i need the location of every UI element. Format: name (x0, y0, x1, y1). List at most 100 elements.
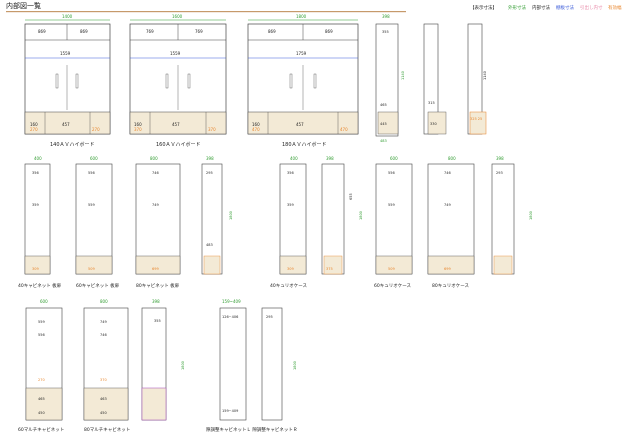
dim-top-left: 869 (268, 29, 276, 34)
dim-width: 1600 (172, 14, 183, 19)
cabinet-40: 400 356 359 309 40キャビネット 板扉 (18, 156, 62, 289)
dim: 450 (100, 411, 107, 415)
cabinet-80: 800 746 749 699 80キャビネット 板扉 (135, 156, 181, 289)
dim-drawer: 270 (92, 127, 100, 132)
dim: 559 (88, 203, 95, 207)
dim-width: 800 (150, 156, 158, 161)
dim: 1140 (483, 71, 487, 80)
dim: 465 (38, 397, 45, 401)
dim-shelf: 1759 (296, 51, 307, 56)
dim: 746 (152, 171, 159, 175)
legend-item: 内部寸法 (532, 4, 550, 11)
multi-side-section: 398 355 1800 (141, 299, 185, 421)
dim: 509 (88, 267, 95, 271)
dim: 450 (38, 411, 45, 415)
dim-width: 159~409 (222, 299, 241, 304)
dim: 359 (287, 203, 294, 207)
dim: 159~409 (222, 409, 238, 413)
dimension-legend: 【表示寸法】 外形寸法 内部寸法 棚板寸法 引出し内寸 有効幅 (470, 4, 622, 11)
dim-width: 398 (152, 299, 160, 304)
dim-drawer: 470 (340, 127, 348, 132)
dim: 126~406 (222, 315, 238, 319)
unit-caption: 80キャビネット 板扉 (136, 282, 180, 289)
dim: 746 (100, 333, 107, 337)
dim-width: 600 (40, 299, 48, 304)
dim: 295 (266, 315, 273, 319)
cabinet-60: 600 556 559 509 60キャビネット 板扉 (75, 156, 120, 289)
dim-width: 1800 (296, 14, 307, 19)
dim: 749 (152, 203, 159, 207)
dim-top-right: 869 (80, 29, 88, 34)
multi-cabinet-60: 600 559 556 270 465 450 60マルチキャビネット (18, 299, 64, 433)
dim-drawer: 470 (252, 127, 260, 132)
legend-item: 引出し内寸 (580, 4, 603, 11)
unit-caption: 60キュリオケース (374, 282, 412, 289)
dim-drawer: 457 (62, 122, 70, 127)
dim-top-left: 869 (38, 29, 46, 34)
dim: 445 (380, 122, 387, 126)
legend-prefix: 【表示寸法】 (470, 4, 497, 11)
unit-caption: 180ＡＶハイボード (282, 141, 326, 148)
unit-caption: 80マルチキャビネット (84, 426, 130, 433)
dim-drawer: 457 (172, 122, 180, 127)
dim-drawer: 370 (208, 127, 216, 132)
dim-width: 400 (34, 156, 42, 161)
curio-case-80-side-section: 398 293 1800 (491, 156, 533, 275)
dim: 356 (287, 171, 294, 175)
dim-shelf: 1559 (60, 51, 71, 56)
dim: 355 (382, 30, 389, 34)
unit-caption: 40キャビネット 板扉 (18, 282, 62, 289)
dim: 749 (444, 203, 451, 207)
dim: 315 (428, 101, 435, 105)
dim: 559 (388, 203, 395, 207)
dim-width: 398 (382, 14, 390, 19)
dim-top-right: 869 (325, 29, 333, 34)
unit-caption: 80キュリオケース (432, 282, 470, 289)
dim: 330 (430, 122, 437, 126)
dim-drawer: 160 (252, 122, 260, 127)
dim-top-right: 769 (195, 29, 203, 34)
dim-drawer: 370 (134, 127, 142, 132)
dim: 465 (380, 103, 387, 107)
dim: 699 (152, 267, 159, 271)
dim-width: 800 (448, 156, 456, 161)
unit-caption: 隙調整キャビネットＬ 隙調整キャビネットＲ (206, 426, 297, 433)
dim: 370 (100, 378, 107, 382)
dim: 559 (38, 320, 45, 324)
dim-width: 400 (290, 156, 298, 161)
dim-width: 398 (206, 156, 214, 161)
header-bar (6, 11, 406, 13)
dim: 1800 (359, 211, 363, 220)
dim: 1800 (181, 361, 185, 370)
unit-caption: 40キュリオケース (270, 282, 308, 289)
dim: 295 (206, 171, 213, 175)
unit-caption: 160ＡＶハイボード (156, 141, 200, 148)
dim-width: 600 (390, 156, 398, 161)
multi-cabinet-80: 800 749 746 370 463 450 80マルチキャビネット (83, 299, 130, 433)
side-section-top: 398 355 1140 465 445 483 315 330 1140 32… (375, 14, 487, 143)
page-title: 内部図一覧 (6, 1, 41, 10)
dim: 309 (32, 267, 39, 271)
dim-drawer: 160 (134, 122, 142, 127)
curio-case-40: 400 356 359 309 40キュリオケース (270, 156, 308, 289)
dim: 556 (88, 171, 95, 175)
cabinet-side-section: 398 295 1800 483 (201, 156, 233, 275)
curio-case-60: 600 556 559 509 60キュリオケース (374, 156, 413, 289)
curio-case-80: 800 746 749 699 80キュリオケース (427, 156, 475, 289)
dim: 749 (100, 320, 107, 324)
dim-width: 398 (326, 156, 334, 161)
dim: 355 (154, 319, 161, 323)
dim: 270 (38, 378, 45, 382)
dim: 359 (32, 203, 39, 207)
dim: 483 (380, 139, 387, 143)
dim: 356 (32, 171, 39, 175)
gap-adjust-cabinet: 159~409 126~406 159~409 295 1800 隙調整キャビネ… (206, 299, 297, 433)
dim: 483 (206, 243, 213, 247)
dim: 1800 (293, 361, 297, 370)
dim: 1800 (529, 211, 533, 220)
dim-drawer: 160 (30, 122, 38, 127)
av-board-160: 1600 769 769 1559 160 457 370 370 160ＡＶハ… (129, 14, 227, 148)
dim-width: 1400 (62, 14, 73, 19)
dim-drawer: 457 (296, 122, 304, 127)
